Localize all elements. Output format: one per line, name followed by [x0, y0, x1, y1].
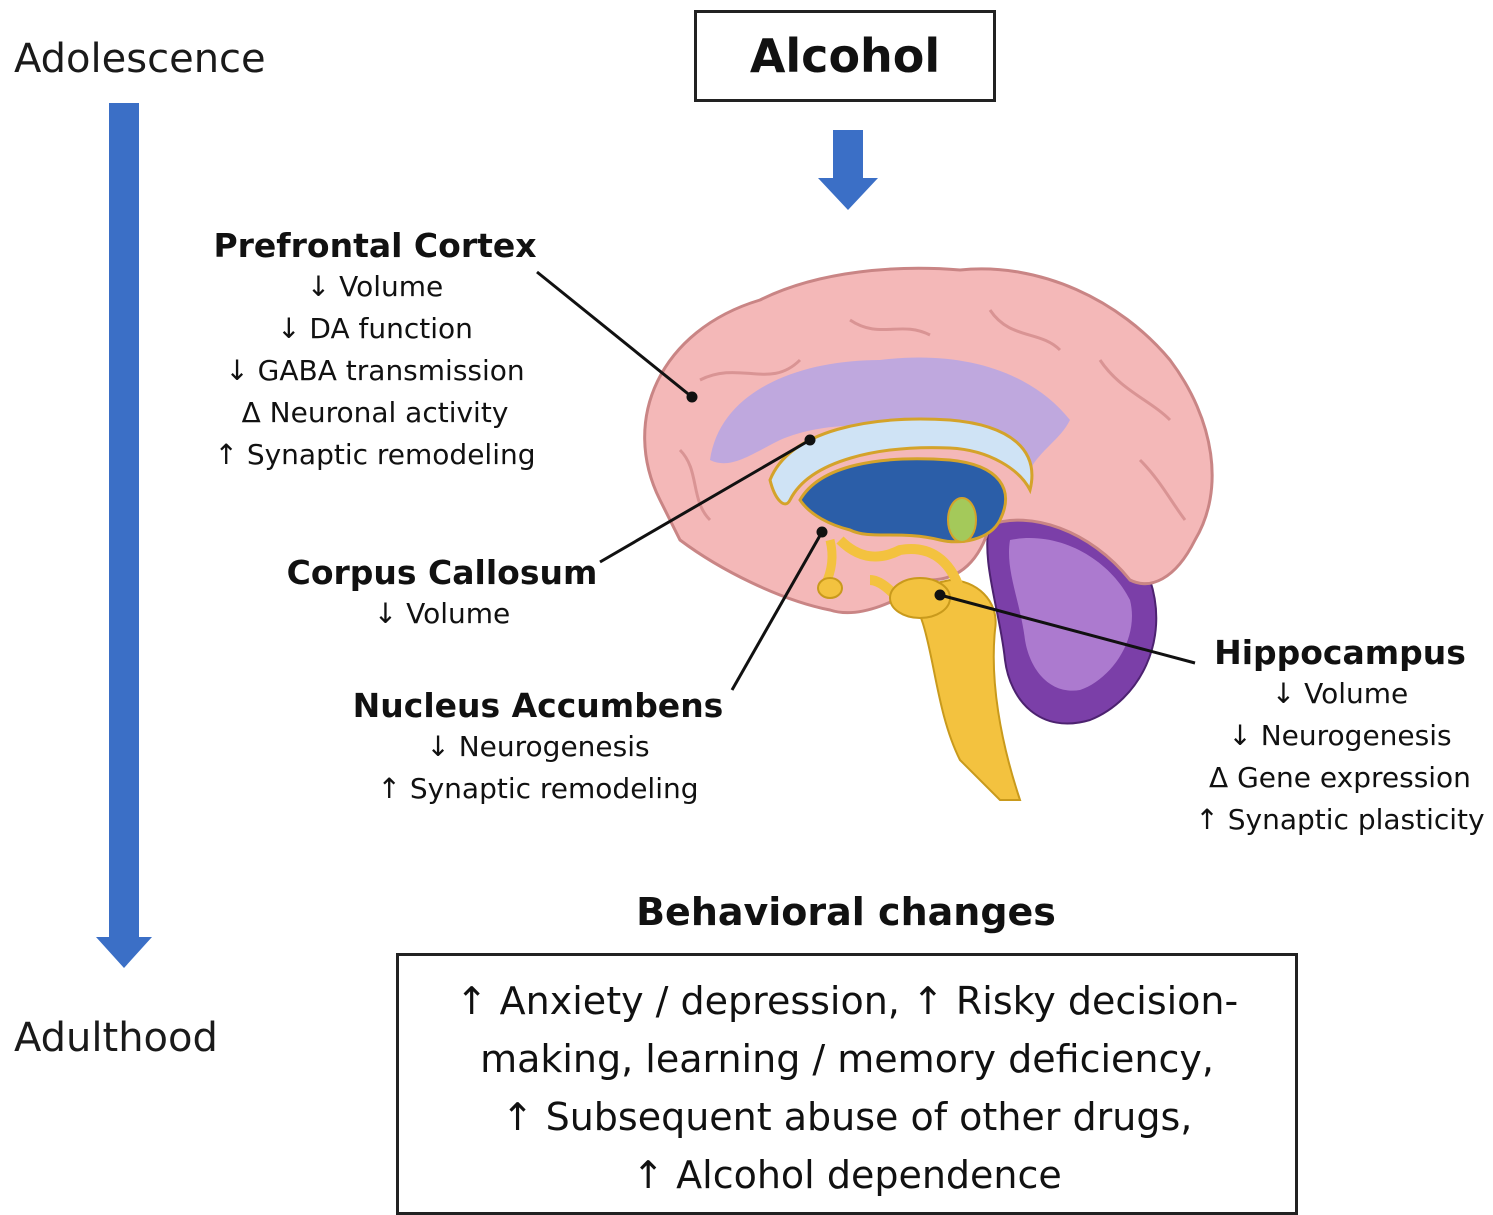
hippocampus-label-group: Hippocampus ↓ Volume ↓ Neurogenesis Δ Ge… [1190, 633, 1490, 841]
nucleus-accumbens-label-group: Nucleus Accumbens ↓ Neurogenesis ↑ Synap… [348, 686, 728, 810]
na-effect-2: ↑ Synaptic remodeling [348, 768, 728, 810]
pfc-effect-5: ↑ Synaptic remodeling [190, 434, 560, 476]
pfc-effect-2: ↓ DA function [190, 308, 560, 350]
hippo-effect-2: ↓ Neurogenesis [1190, 715, 1490, 757]
cc-effect-1: ↓ Volume [282, 593, 602, 635]
nucleus-accumbens-title: Nucleus Accumbens [348, 686, 728, 726]
behavioral-changes-title: Behavioral changes [546, 890, 1146, 934]
behavior-line-4: ↑ Alcohol dependence [399, 1146, 1295, 1204]
prefrontal-cortex-title: Prefrontal Cortex [190, 226, 560, 266]
alcohol-label: Alcohol [750, 29, 940, 83]
hippo-effect-3: Δ Gene expression [1190, 757, 1490, 799]
alcohol-box: Alcohol [694, 10, 996, 102]
na-effect-1: ↓ Neurogenesis [348, 726, 728, 768]
alcohol-arrow [818, 130, 878, 210]
hippocampus-title: Hippocampus [1190, 633, 1490, 673]
behavioral-changes-box: ↑ Anxiety / depression, ↑ Risky decision… [396, 953, 1298, 1215]
pfc-effect-3: ↓ GABA transmission [190, 350, 560, 392]
brain-illustration [645, 268, 1212, 800]
pfc-effect-4: Δ Neuronal activity [190, 392, 560, 434]
pfc-effect-1: ↓ Volume [190, 266, 560, 308]
prefrontal-cortex-label-group: Prefrontal Cortex ↓ Volume ↓ DA function… [190, 226, 560, 476]
behavior-line-2: making, learning / memory deficiency, [399, 1030, 1295, 1088]
timeline-arrow [96, 103, 152, 968]
corpus-callosum-label-group: Corpus Callosum ↓ Volume [282, 553, 602, 635]
hippo-effect-1: ↓ Volume [1190, 673, 1490, 715]
behavior-line-1: ↑ Anxiety / depression, ↑ Risky decision… [399, 972, 1295, 1030]
pfc-leader [537, 272, 692, 397]
corpus-callosum-title: Corpus Callosum [282, 553, 602, 593]
behavior-line-3: ↑ Subsequent abuse of other drugs, [399, 1088, 1295, 1146]
hippo-effect-4: ↑ Synaptic plasticity [1190, 799, 1490, 841]
